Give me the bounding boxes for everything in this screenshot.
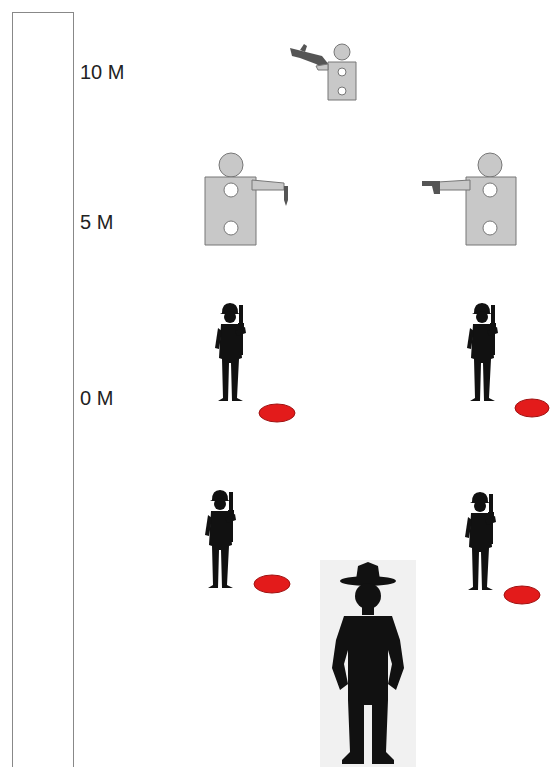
position-marker (515, 399, 549, 417)
distance-label: 0 M (80, 386, 113, 410)
position-marker (259, 404, 295, 422)
position-marker (504, 586, 540, 604)
instructor-silhouette (320, 560, 416, 767)
rifle-target (290, 44, 356, 100)
position-marker (254, 575, 290, 593)
knife-target (205, 153, 288, 245)
distance-label: 10 M (80, 60, 124, 84)
distance-label: 5 M (80, 210, 113, 234)
soldier-silhouette (465, 492, 496, 590)
side-rail (13, 13, 74, 767)
soldier-silhouette (205, 490, 236, 588)
pistol-target (422, 153, 516, 245)
soldier-silhouette (467, 303, 498, 401)
soldier-silhouette (215, 303, 246, 401)
